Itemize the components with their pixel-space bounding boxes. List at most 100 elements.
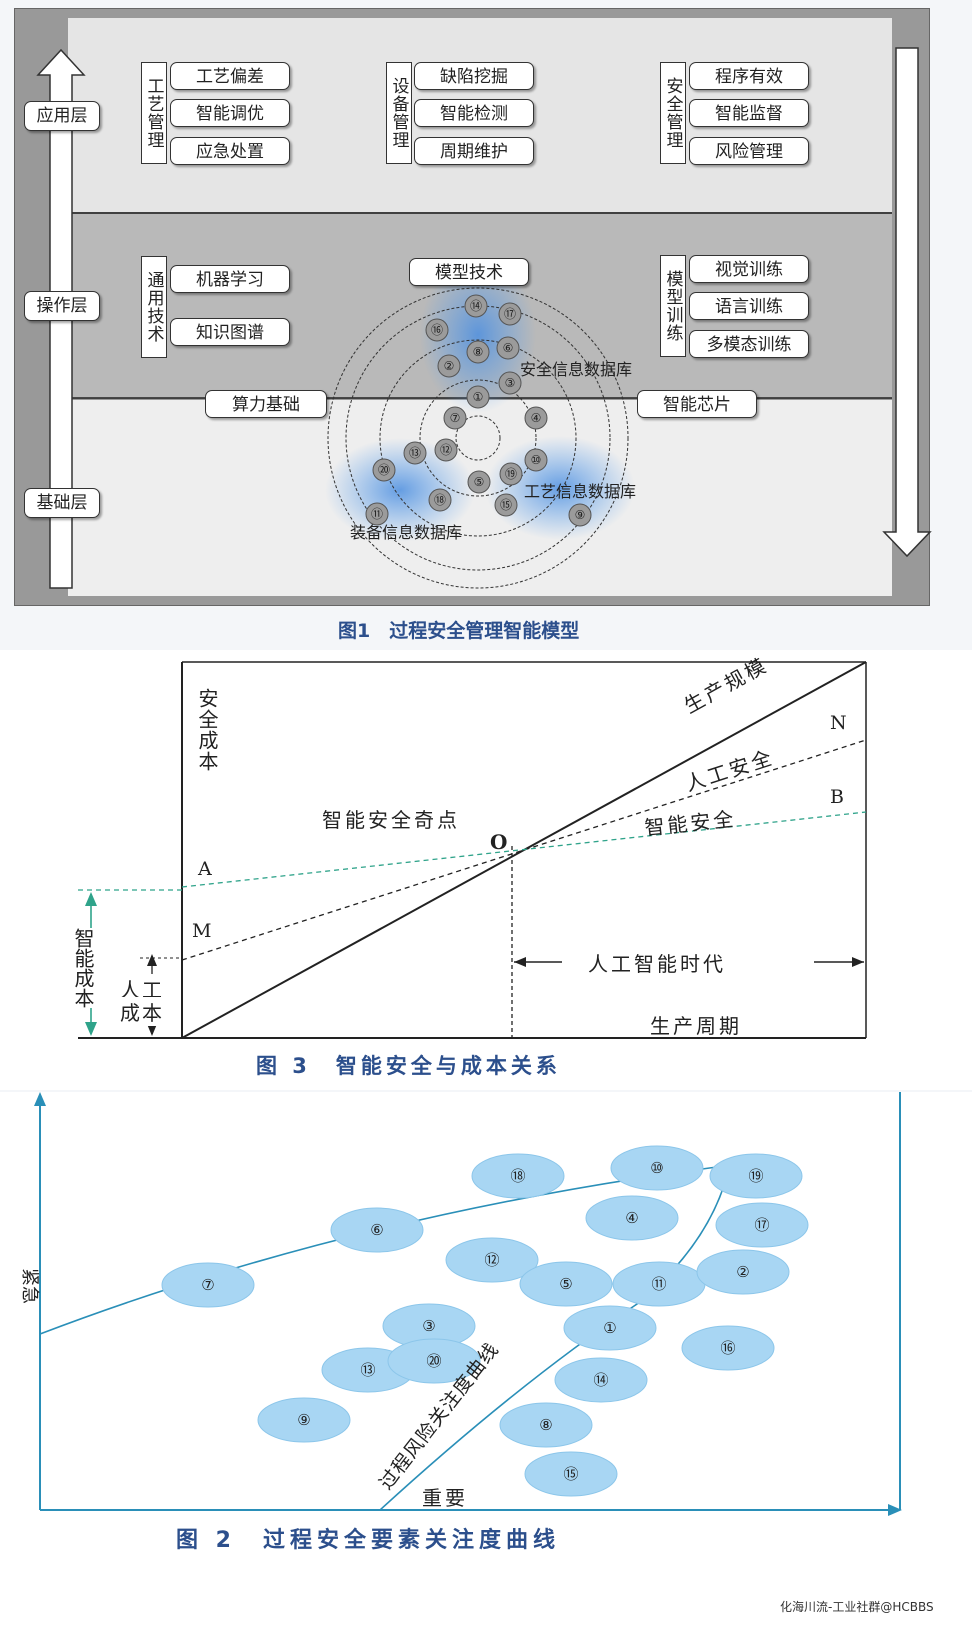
fig1-node-label: ⑱ [434,493,446,507]
db-process-label: 工艺信息数据库 [524,482,637,501]
fig2-node-ellipse [610,1145,704,1191]
fig2-node-ellipse [715,1202,809,1248]
general-item-2: 知识图谱 [170,318,290,346]
fig2-node-ellipse [161,1262,255,1308]
fig3-smart-cost-label: 智能成本 [71,928,98,1008]
model-training-item-1: 视觉训练 [689,255,809,283]
general-item-1: 机器学习 [170,265,290,293]
fig2-node-label: ⑳ [426,1352,441,1370]
fig1-node-circle [425,318,449,342]
fig1-node-label: ⑥ [503,341,514,355]
fig2-node-label: ⑰ [754,1216,769,1234]
fig3-point-m: M [192,920,212,942]
fig1-node-label: ⑪ [371,507,383,521]
fig1-node-label: ⑧ [473,345,484,359]
fig1-node-circle [443,406,467,430]
fig2-node-label: ⑱ [510,1167,525,1185]
layer-label-application: 应用层 [24,101,100,131]
fig1-node-circle [437,354,461,378]
fig1-node-circle [434,438,458,462]
group-title-general: 通用技术 [141,256,167,358]
fig2-node-label: ⑥ [370,1221,383,1239]
fig1-node-circle [498,371,522,395]
group-title-equipment: 设备管理 [386,62,412,164]
equipment-item-3: 周期维护 [414,137,534,165]
fig2-node-ellipse [696,1249,790,1295]
fig1-node-circle [466,385,490,409]
fig3-y-label: 安全成本 [195,688,219,772]
fig1-node-circle [466,340,490,364]
fig1-node-label: ⑫ [440,443,452,457]
equipment-item-1: 缺陷挖掘 [414,62,534,90]
process-item-3: 应急处置 [170,137,290,165]
fig1-node-label: ③ [505,376,516,390]
fig1-node-label: ⑨ [575,508,586,522]
fig2-node-label: ⑦ [201,1276,214,1294]
fig2-node-label: ⑪ [651,1275,666,1293]
group-title-process: 工艺管理 [141,62,167,164]
fig3-point-b: B [830,786,844,808]
fig2-node-label: ⑭ [593,1371,608,1389]
fig2-node-label: ③ [422,1317,435,1335]
fig1-node-circle [467,470,491,494]
fig1-node-circle [464,294,488,318]
fig2-node-ellipse [387,1338,481,1384]
fig1-node-circle [524,406,548,430]
smart-chip-label: 智能芯片 [637,390,757,418]
group-title-safety: 安全管理 [660,62,686,164]
fig2-node-label: ⑬ [360,1361,375,1379]
fig1-node-label: ⑮ [500,498,512,512]
fig3-x-label: 生产周期 [650,1014,742,1038]
fig1-node-label: ① [473,390,484,404]
fig2-node-ellipse [563,1305,657,1351]
fig2-node-ellipse [709,1153,803,1199]
db-safety-label: 安全信息数据库 [520,360,633,379]
fig2-node-ellipse [257,1397,351,1443]
fig1-node-label: ⑬ [409,446,421,460]
compute-base-label: 算力基础 [205,390,327,418]
fig1-node-label: ⑰ [504,307,516,321]
fig2-node-label: ① [603,1319,616,1337]
fig1-node-circle [365,502,389,526]
fig1-node-label: ④ [531,411,542,425]
watermark: 化海川流-工业社群@HCBBS [780,1600,934,1614]
fig3-point-a: A [198,858,212,880]
fig2-node-ellipse [554,1357,648,1403]
fig1-node-label: ⑲ [505,467,517,481]
safety-item-3: 风险管理 [689,137,809,165]
model-tech-label: 模型技术 [409,258,529,286]
fig1-node-label: ② [444,359,455,373]
fig1-node-label: ⑳ [378,463,390,477]
fig2-node-ellipse [499,1402,593,1448]
fig1-node-circle [494,493,518,517]
fig1-base-band [68,400,892,596]
fig2-node-label: ⑨ [297,1411,310,1429]
fig1-node-circle [498,302,522,326]
fig3-ai-era-label: 人工智能时代 [588,952,726,976]
fig2-node-label: ⑩ [650,1159,663,1177]
fig2-node-ellipse [681,1325,775,1371]
fig2-node-label: ⑤ [559,1275,572,1293]
equipment-item-2: 智能检测 [414,99,534,127]
fig2-y-label: 紧急 [19,1268,40,1304]
fig3-drawing [78,661,867,1039]
fig1-node-circle [428,488,452,512]
fig3-singularity-label: 智能安全奇点 [322,808,460,832]
fig2-node-ellipse [585,1195,679,1241]
safety-item-1: 程序有效 [689,62,809,90]
fig3-caption: 图 3 智能安全与成本关系 [256,1054,561,1078]
fig1-node-label: ⑤ [474,475,485,489]
fig2-node-label: ② [736,1263,749,1281]
fig1-node-label: ⑩ [531,453,542,467]
fig2-node-ellipse [330,1207,424,1253]
group-title-model-training: 模型训练 [660,255,686,357]
fig2-node-ellipse [445,1237,539,1283]
fig1-node-circle [403,441,427,465]
fig2-node-ellipse [471,1153,565,1199]
fig3-point-n: N [830,712,847,734]
process-item-2: 智能调优 [170,99,290,127]
fig1-node-circle [496,336,520,360]
process-item-1: 工艺偏差 [170,62,290,90]
fig2-node-label: ⑯ [720,1339,735,1357]
